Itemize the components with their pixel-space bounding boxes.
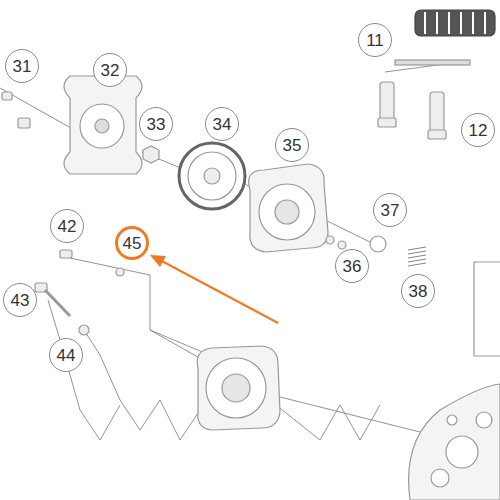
callout-circle: 12 [461, 113, 495, 147]
callout-number: 31 [13, 58, 32, 75]
callout-number: 45 [123, 235, 142, 252]
callout-circle: 32 [93, 53, 127, 87]
callout-circle: 37 [373, 193, 407, 227]
callout-circle: 44 [49, 338, 83, 372]
callout-circle: 33 [139, 107, 173, 141]
callout-number: 34 [213, 116, 232, 133]
callout-number: 35 [283, 137, 302, 154]
callout-circle: 45 [115, 226, 149, 260]
callout-number: 42 [58, 218, 77, 235]
callout-number: 37 [381, 202, 400, 219]
callout-circle: 11 [358, 23, 392, 57]
callout-number: 38 [409, 283, 428, 300]
callout-circle: 42 [50, 209, 84, 243]
callout-number: 43 [11, 292, 30, 309]
callout-circle: 31 [5, 49, 39, 83]
callout-circle: 35 [275, 128, 309, 162]
callout-number: 44 [57, 347, 76, 364]
callout-circle: 38 [401, 274, 435, 308]
callout-number: 33 [147, 116, 166, 133]
callout-number: 12 [469, 122, 488, 139]
callout-number: 11 [366, 32, 384, 49]
callout-circle: 36 [335, 249, 369, 283]
callout-number: 32 [101, 62, 120, 79]
callout-circle: 43 [3, 283, 37, 317]
callout-number: 36 [343, 258, 362, 275]
callout-circle: 34 [205, 107, 239, 141]
